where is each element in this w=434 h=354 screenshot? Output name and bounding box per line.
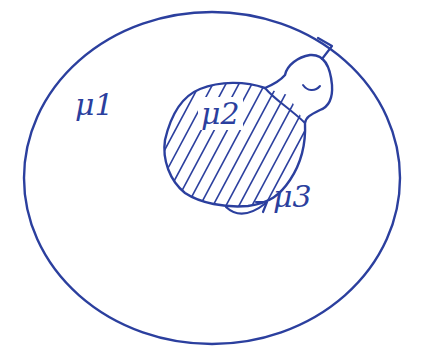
domain-outline — [22, 10, 402, 346]
hatching — [0, 65, 431, 215]
region-label: μ1 — [72, 88, 117, 121]
boundary-label: μ3 — [270, 180, 315, 213]
region-label: μ2 — [198, 97, 243, 130]
boundary-circle — [24, 12, 400, 344]
bump-mark — [303, 85, 320, 90]
bump-divider — [265, 88, 305, 123]
domain-circle: μ1 μ2 — [22, 10, 402, 346]
